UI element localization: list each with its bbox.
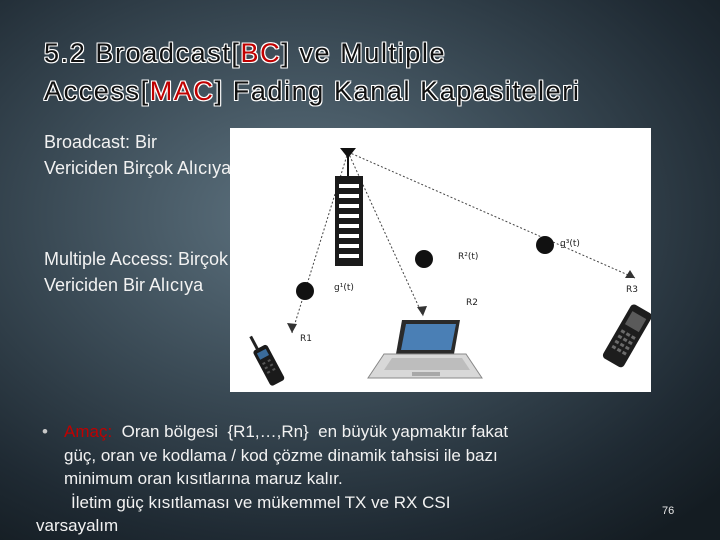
label-g1: g¹(t) bbox=[334, 283, 354, 293]
bullet-line-3: minimum oran kısıtlarına maruz kalır. bbox=[64, 469, 343, 488]
mobile-phone-icon bbox=[602, 304, 651, 368]
channel-node-1 bbox=[296, 282, 314, 300]
title-line1-post: ] ve Multiple bbox=[281, 38, 447, 68]
laptop-icon bbox=[367, 320, 483, 379]
title-bc-highlight: BC bbox=[240, 38, 282, 68]
title-line1-pre: 5.2 Broadcast[ bbox=[44, 38, 241, 68]
bullet-symbol: • bbox=[42, 422, 48, 441]
bullet-label-amac: Amaç: bbox=[64, 422, 113, 441]
base-station-icon bbox=[335, 148, 363, 266]
label-r3: R3 bbox=[626, 285, 638, 295]
goal-bullet: • Amaç: Oran bölgesi {R1,…,Rn} en büyük y… bbox=[36, 420, 682, 538]
label-g3: g³(t) bbox=[560, 239, 580, 249]
bullet-line-2: güç, oran ve kodlama / kod çözme dinamik… bbox=[64, 445, 498, 465]
multiple-access-description: Multiple Access: Birçok Vericiden Bir Al… bbox=[44, 249, 229, 295]
channel-figure: g¹(t) R²(t) g³(t) R1 R2 R3 bbox=[230, 128, 651, 392]
label-r1: R1 bbox=[300, 334, 312, 344]
label-g2: R²(t) bbox=[458, 252, 478, 262]
channel-node-2 bbox=[415, 250, 433, 268]
bullet-line-1: • Amaç: Oran bölgesi {R1,…,Rn} en büyük y… bbox=[42, 420, 682, 444]
title-line2-pre: Access[ bbox=[44, 76, 150, 106]
title-line2-post: ] Fading Kanal Kapasiteleri bbox=[214, 76, 581, 106]
label-r2: R2 bbox=[466, 298, 478, 308]
bullet-line-5: varsayalım bbox=[36, 516, 119, 535]
handheld-radio-icon bbox=[249, 335, 285, 386]
bullet-text-1: Oran bölgesi {R1,…,Rn} en büyük yapmaktı… bbox=[112, 422, 509, 441]
bullet-line-4: İletim güç kısıtlaması ve mükemmel TX ve… bbox=[71, 492, 451, 512]
slide-title: 5.2 Broadcast[BC] ve Multiple Access[MAC… bbox=[44, 34, 704, 110]
channel-node-3 bbox=[536, 236, 554, 254]
page-number: 76 bbox=[662, 505, 675, 517]
broadcast-diagram: g¹(t) R²(t) g³(t) R1 R2 R3 bbox=[249, 148, 651, 386]
title-mac-highlight: MAC bbox=[149, 76, 215, 106]
broadcast-description: Broadcast: Bir Vericiden Birçok Alıcıya bbox=[44, 132, 232, 178]
